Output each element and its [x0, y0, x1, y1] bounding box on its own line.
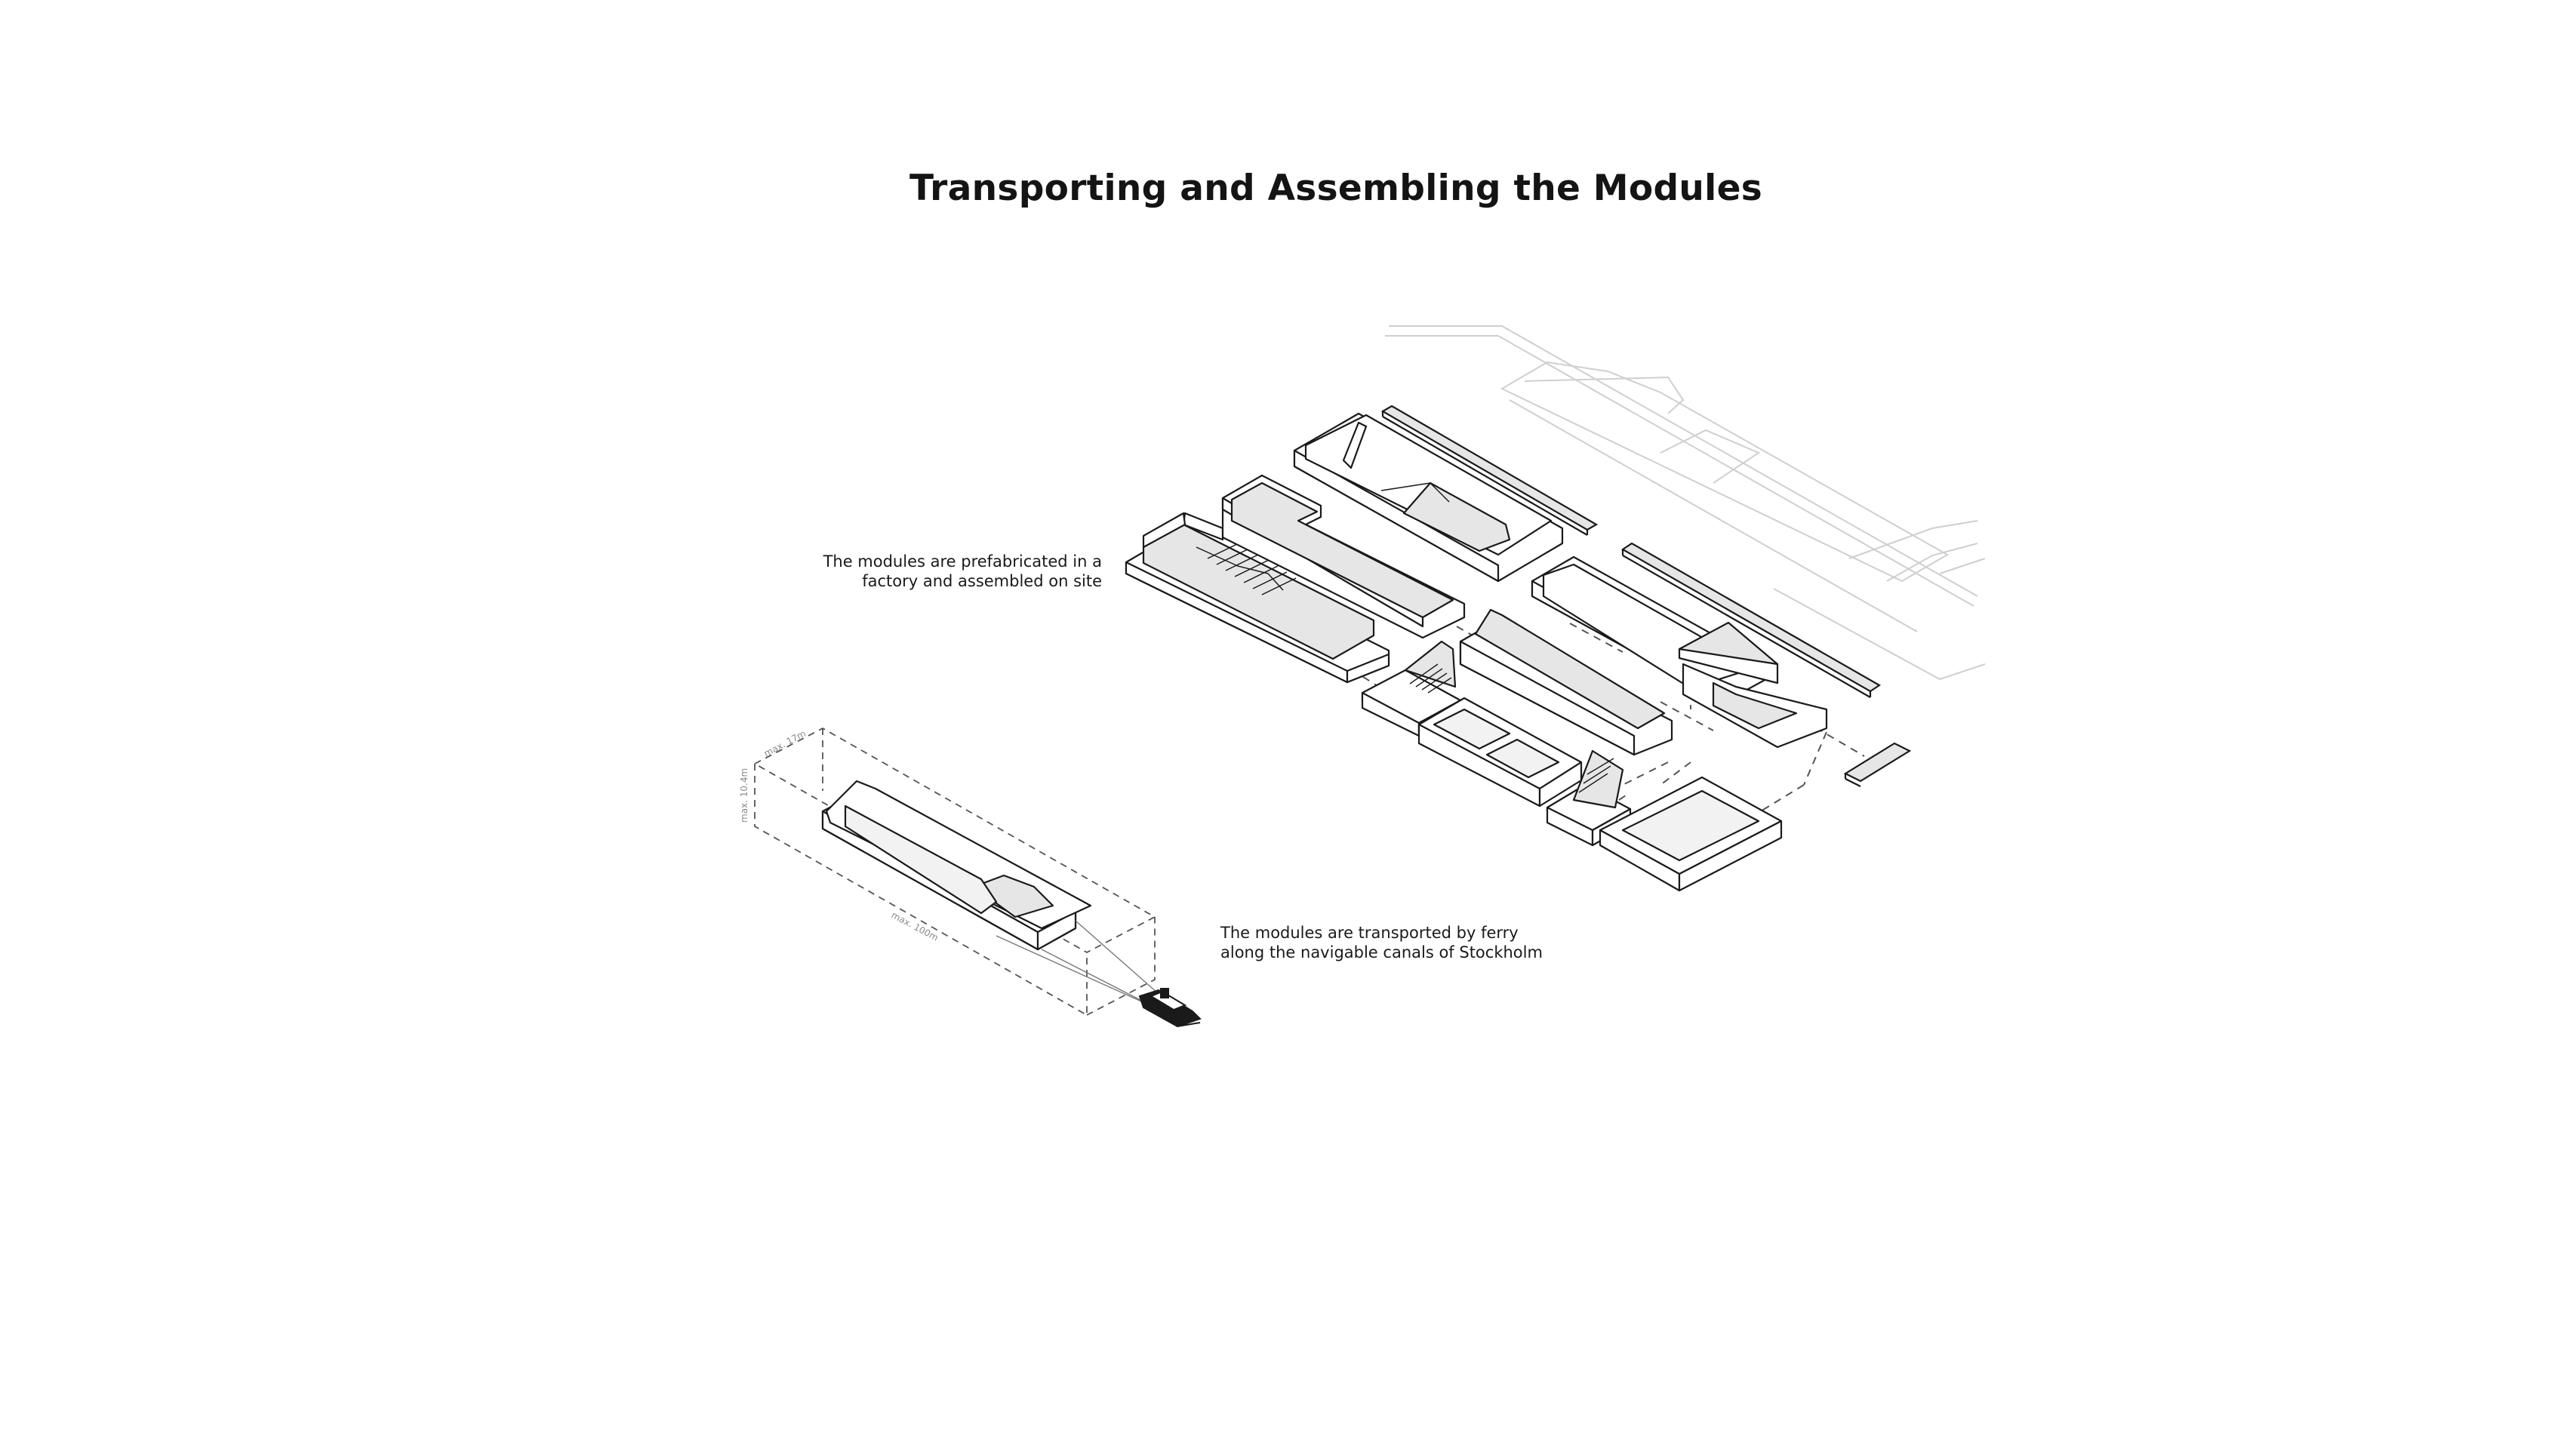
module-small-bar — [1843, 742, 1912, 787]
dimension-height-label: max. 10.4m — [739, 768, 749, 823]
page-title: Transporting and Assembling the Modules — [909, 168, 1763, 209]
module-square-frame — [1599, 776, 1783, 892]
module-triangle — [1678, 621, 1828, 749]
module-courtyard — [1417, 697, 1583, 808]
module-bar-upper — [1380, 405, 1599, 536]
module-slab-stairs — [1125, 512, 1390, 684]
assembly-caption: The modules are prefabricated in a facto… — [823, 552, 1102, 590]
module-stepped-slab — [1221, 474, 1466, 639]
dimension-width-label: max. 17m — [762, 728, 808, 759]
ferry-icon — [1138, 988, 1202, 1028]
site-context — [1385, 325, 1986, 681]
module-roof-volume — [1293, 412, 1564, 583]
transport-module — [821, 780, 1092, 951]
transport-envelope — [753, 727, 1156, 1017]
module-sloped-roof — [1459, 608, 1673, 756]
dimension-length-label: max. 100m — [890, 909, 940, 943]
transport-caption: The modules are transported by ferry alo… — [1220, 924, 1543, 961]
module-bar-right — [1620, 542, 1882, 698]
